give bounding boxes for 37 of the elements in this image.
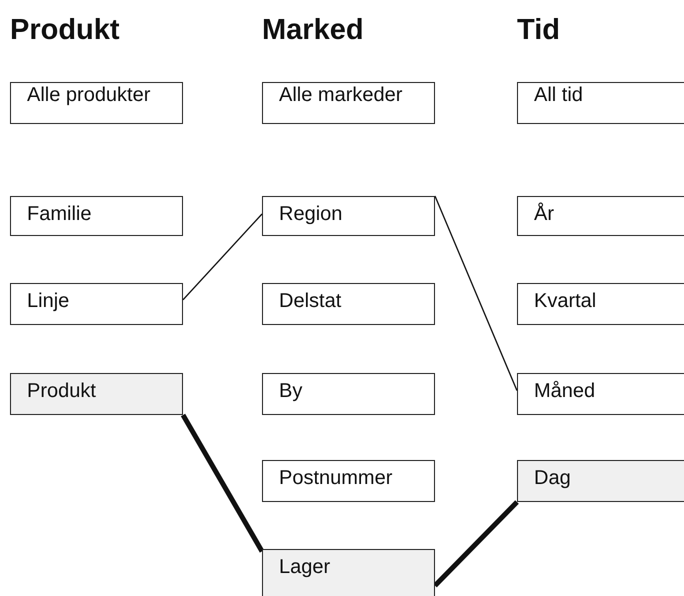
level-label: År xyxy=(534,202,555,226)
level-box xyxy=(517,196,684,236)
level-label: By xyxy=(279,379,304,403)
level-label: Linje xyxy=(27,289,70,313)
level-label: All tid xyxy=(534,83,584,107)
level-label: Region xyxy=(279,202,344,226)
level-box xyxy=(262,549,435,596)
level-box xyxy=(10,283,183,325)
level-box xyxy=(517,460,684,502)
column-heading: Tid xyxy=(517,14,560,47)
level-box xyxy=(262,373,435,415)
level-box xyxy=(517,82,684,124)
level-box xyxy=(517,283,684,325)
connector-line xyxy=(434,196,518,391)
level-box xyxy=(262,196,435,236)
level-box xyxy=(262,460,435,502)
connector-line xyxy=(180,414,264,553)
level-label: Dag xyxy=(534,466,572,490)
level-box xyxy=(262,283,435,325)
connector-line xyxy=(433,500,519,588)
level-box xyxy=(10,82,183,124)
level-label: Alle markeder xyxy=(279,83,404,107)
level-label: Kvartal xyxy=(534,289,598,313)
level-label: Alle produkter xyxy=(27,83,152,107)
level-label: Lager xyxy=(279,555,332,579)
level-box xyxy=(517,373,684,415)
level-box xyxy=(10,196,183,236)
column-heading: Marked xyxy=(262,14,364,47)
level-box xyxy=(262,82,435,124)
level-label: Måned xyxy=(534,379,596,403)
level-label: Familie xyxy=(27,202,92,226)
level-box xyxy=(10,373,183,415)
connector-line xyxy=(182,214,262,300)
level-label: Delstat xyxy=(279,289,342,313)
level-label: Produkt xyxy=(27,379,97,403)
level-label: Postnummer xyxy=(279,466,394,490)
column-heading: Produkt xyxy=(10,14,120,47)
